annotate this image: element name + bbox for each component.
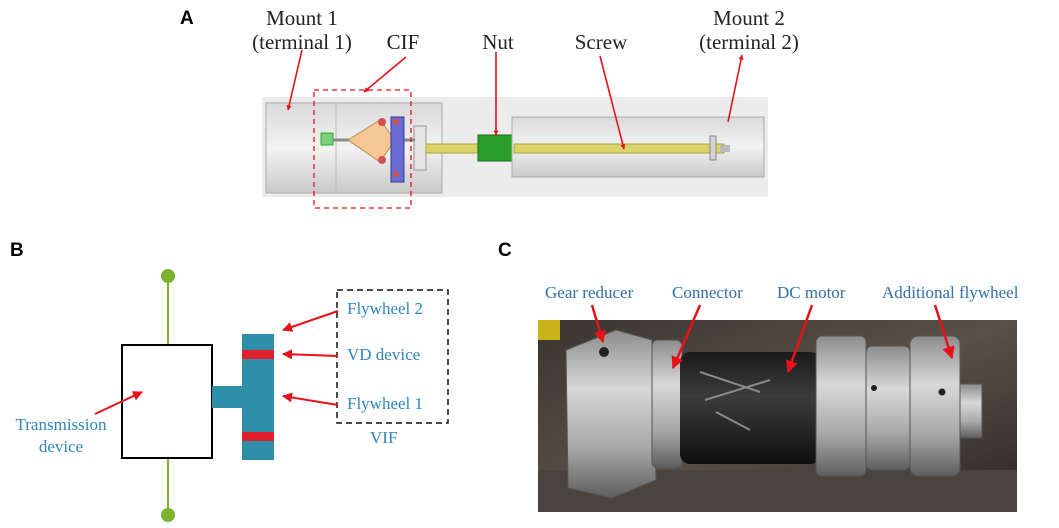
vif-label: VIF [370, 428, 398, 447]
mount2-arrow [727, 54, 744, 123]
screw-right [513, 143, 725, 154]
small-green-block [320, 132, 334, 146]
flywheel2-label: Flywheel 2 [347, 299, 424, 318]
panel-b-schematic [94, 269, 449, 522]
mount2-label-line1: Mount 2 [713, 6, 785, 30]
tape-wrinkles [699, 371, 771, 431]
yellow-part [538, 320, 560, 340]
vd-device-label: VD device [347, 345, 421, 364]
vd-device-arrow [282, 349, 339, 360]
transmission-device-box [121, 344, 213, 459]
top-terminal-node [161, 269, 175, 283]
bearing-plate [413, 125, 427, 171]
screw-left [425, 143, 485, 154]
mount1-label-line2: (terminal 1) [252, 30, 352, 54]
gear-reducer-label: Gear reducer [545, 283, 634, 302]
additional-flywheel-arrow [933, 304, 955, 360]
damper-dot [393, 119, 399, 125]
transmission-arrow [94, 391, 143, 415]
cif-dashed-box [313, 89, 412, 209]
flywheel-ring-2 [865, 345, 911, 471]
vd-device-band-top [242, 350, 274, 359]
panel-c-photo [538, 304, 1017, 512]
mount1-label: Mount 1 (terminal 1) [241, 6, 363, 54]
nut-label: Nut [482, 30, 514, 54]
screw-label: Screw [574, 30, 628, 54]
connecting-shaft [212, 386, 242, 408]
flywheel2-arrow [282, 310, 339, 332]
end-stub [720, 145, 730, 152]
transmission-label-line2: device [38, 437, 84, 456]
reducer-hole [599, 347, 609, 357]
screw-arrow [599, 55, 626, 150]
panel-b-letter: B [10, 240, 24, 261]
cif-label: CIF [386, 30, 420, 54]
vd-device-band-bottom [242, 432, 274, 441]
nut-block [477, 134, 515, 162]
cif-arrow [363, 56, 407, 93]
flywheel-ring-1 [815, 335, 867, 477]
end-plate [709, 135, 717, 161]
flywheel-hole [871, 385, 877, 391]
additional-flywheel-label: Additional flywheel [882, 283, 1019, 302]
gear-reducer-arrow [590, 304, 606, 344]
mount2-label: Mount 2 (terminal 2) [688, 6, 810, 54]
dc-motor-body [680, 352, 820, 464]
mount1-housing [265, 102, 443, 194]
transmission-label-line1: Transmission [15, 415, 107, 434]
dc-motor-arrow [785, 304, 814, 374]
mount1-label-line1: Mount 1 [266, 6, 338, 30]
flywheel-hole [938, 388, 946, 396]
mount2-label-line2: (terminal 2) [699, 30, 799, 54]
shaft-end [959, 383, 983, 439]
panel-c-letter: C [498, 240, 512, 261]
gear-reducer-body [565, 329, 657, 499]
mount1-arrow [286, 49, 303, 111]
connector-arrow [671, 304, 702, 370]
panel-a-letter: A [180, 8, 194, 29]
connector-label: Connector [672, 283, 743, 302]
flywheel-disc [390, 116, 405, 183]
flywheel1-arrow [282, 392, 339, 406]
damper-dot [393, 171, 399, 177]
panel-a-cad-model [262, 49, 768, 209]
damper-dot [378, 156, 386, 164]
bottom-terminal-node [161, 508, 175, 522]
flywheel1-label: Flywheel 1 [347, 394, 424, 413]
dc-motor-label: DC motor [777, 283, 846, 302]
damper-dot [378, 118, 386, 126]
transmission-device-label: Transmission device [2, 414, 120, 458]
